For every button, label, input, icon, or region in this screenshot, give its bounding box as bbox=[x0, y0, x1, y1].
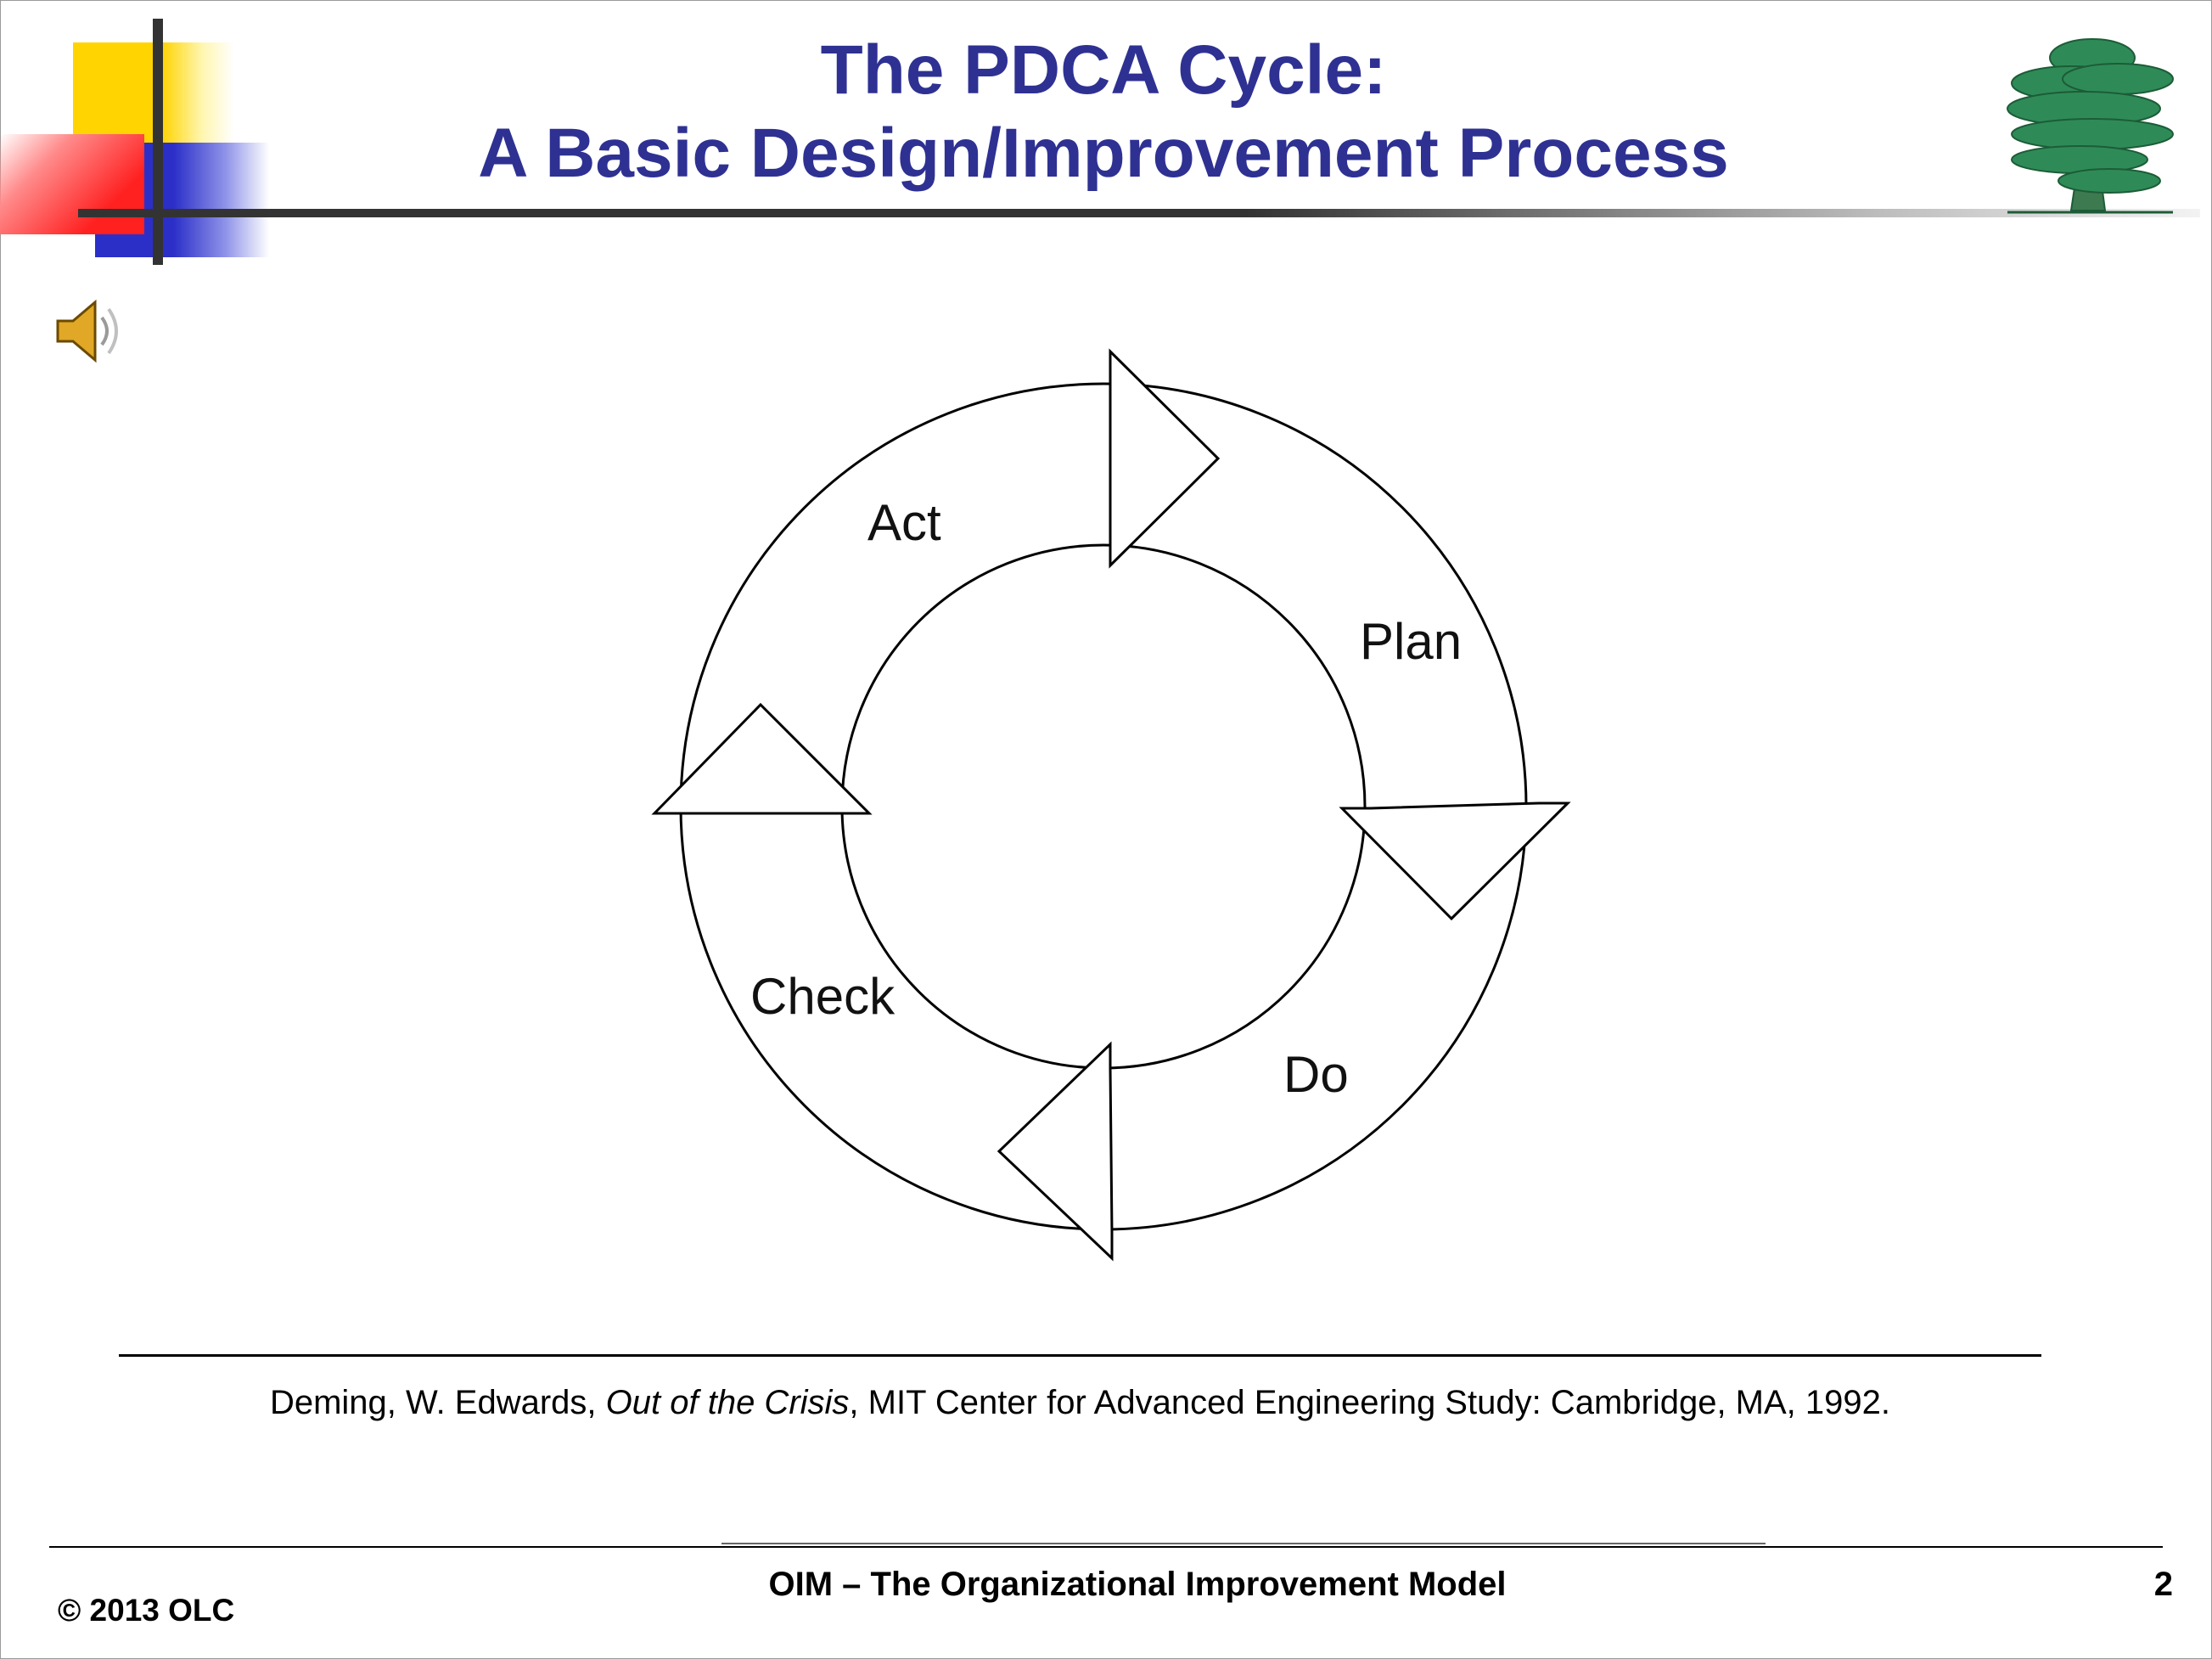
speaker-icon[interactable] bbox=[53, 295, 129, 367]
footer-title: OIM – The Organizational Improvement Mod… bbox=[768, 1566, 1507, 1603]
arrow-act-to-plan bbox=[1109, 348, 1221, 569]
title-underline-bar bbox=[78, 209, 2200, 217]
pdca-cycle-diagram bbox=[651, 348, 1571, 1262]
citation-author: Deming, W. Edwards, bbox=[269, 1384, 606, 1421]
footer-rule-upper bbox=[721, 1543, 1766, 1544]
inner-ring bbox=[840, 543, 1367, 1070]
slide-title-line1: The PDCA Cycle: bbox=[820, 31, 1387, 109]
cycle-label-plan: Plan bbox=[1360, 613, 1463, 670]
footer-rule bbox=[49, 1546, 2163, 1548]
citation-rule bbox=[119, 1354, 2041, 1357]
footer-copyright: © 2013 OLC bbox=[58, 1593, 235, 1628]
citation-publisher: , MIT Center for Advanced Engineering St… bbox=[849, 1384, 1891, 1421]
deco-vertical-bar bbox=[153, 19, 163, 265]
arrow-plan-to-do bbox=[1339, 801, 1571, 921]
deco-red-square bbox=[0, 134, 144, 234]
cycle-label-do: Do bbox=[1283, 1046, 1349, 1103]
cycle-label-act: Act bbox=[867, 494, 941, 551]
page-number: 2 bbox=[2153, 1566, 2173, 1603]
citation: Deming, W. Edwards, Out of the Crisis, M… bbox=[119, 1380, 2041, 1426]
cycle-label-check: Check bbox=[750, 968, 895, 1025]
slide-title-line2: A Basic Design/Improvement Process bbox=[478, 115, 1729, 192]
arrow-do-to-check bbox=[997, 1041, 1114, 1262]
citation-book-title: Out of the Crisis bbox=[605, 1384, 850, 1421]
tree-logo-icon bbox=[2007, 38, 2174, 214]
arrow-check-to-act bbox=[651, 702, 873, 815]
